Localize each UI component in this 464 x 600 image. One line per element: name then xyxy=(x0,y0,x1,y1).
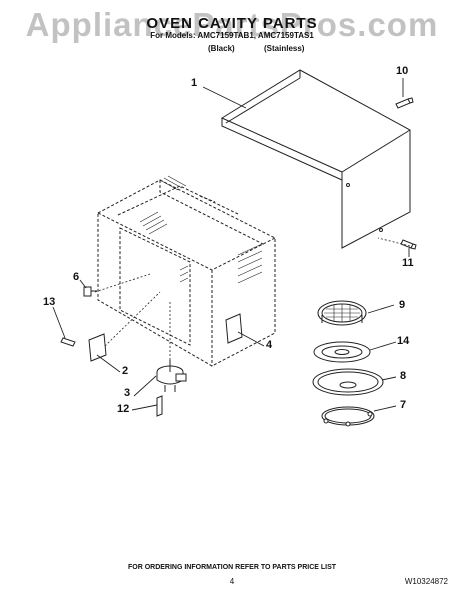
callout-7: 7 xyxy=(400,399,407,411)
model-numbers: For Models: AMC7159TAB1, AMC7159TAS1 xyxy=(150,31,314,40)
screw-top-right xyxy=(395,97,414,109)
waveguide-cover xyxy=(88,333,107,362)
finish-black-label: (Black) xyxy=(208,44,235,53)
document-number: W10324872 xyxy=(404,577,448,586)
callout-9: 9 xyxy=(399,299,406,311)
callout-11: 11 xyxy=(402,257,414,269)
ordering-info-note: FOR ORDERING INFORMATION REFER TO PARTS … xyxy=(127,564,337,571)
page-number: 4 xyxy=(229,577,235,586)
screw-bottom xyxy=(156,395,163,417)
callout-14: 14 xyxy=(397,335,410,347)
mica-cover xyxy=(225,313,243,344)
leader-lines xyxy=(52,78,410,412)
finish-stainless-label: (Stainless) xyxy=(264,44,305,53)
support-ring xyxy=(321,406,375,427)
callout-13: 13 xyxy=(43,296,56,308)
watermark: AppliancePartsPros.com xyxy=(25,6,439,43)
callout-6: 6 xyxy=(73,271,80,283)
screw-right xyxy=(400,239,417,250)
coupler xyxy=(83,286,97,297)
callout-1: 1 xyxy=(191,77,198,89)
screw-left xyxy=(60,337,76,347)
callout-3: 3 xyxy=(124,387,131,399)
callout-2: 2 xyxy=(122,365,129,377)
callout-4: 4 xyxy=(266,339,273,351)
turntable-motor xyxy=(156,360,187,392)
callout-8: 8 xyxy=(400,370,407,382)
callout-12: 12 xyxy=(117,403,130,415)
page-title: OVEN CAVITY PARTS xyxy=(146,15,318,32)
callout-10: 10 xyxy=(396,65,409,77)
outer-cabinet-wrapper xyxy=(220,69,411,249)
glass-tray xyxy=(312,368,384,396)
vent-holes xyxy=(139,175,263,284)
turntable-grill xyxy=(317,300,367,326)
roller-support xyxy=(313,341,371,363)
